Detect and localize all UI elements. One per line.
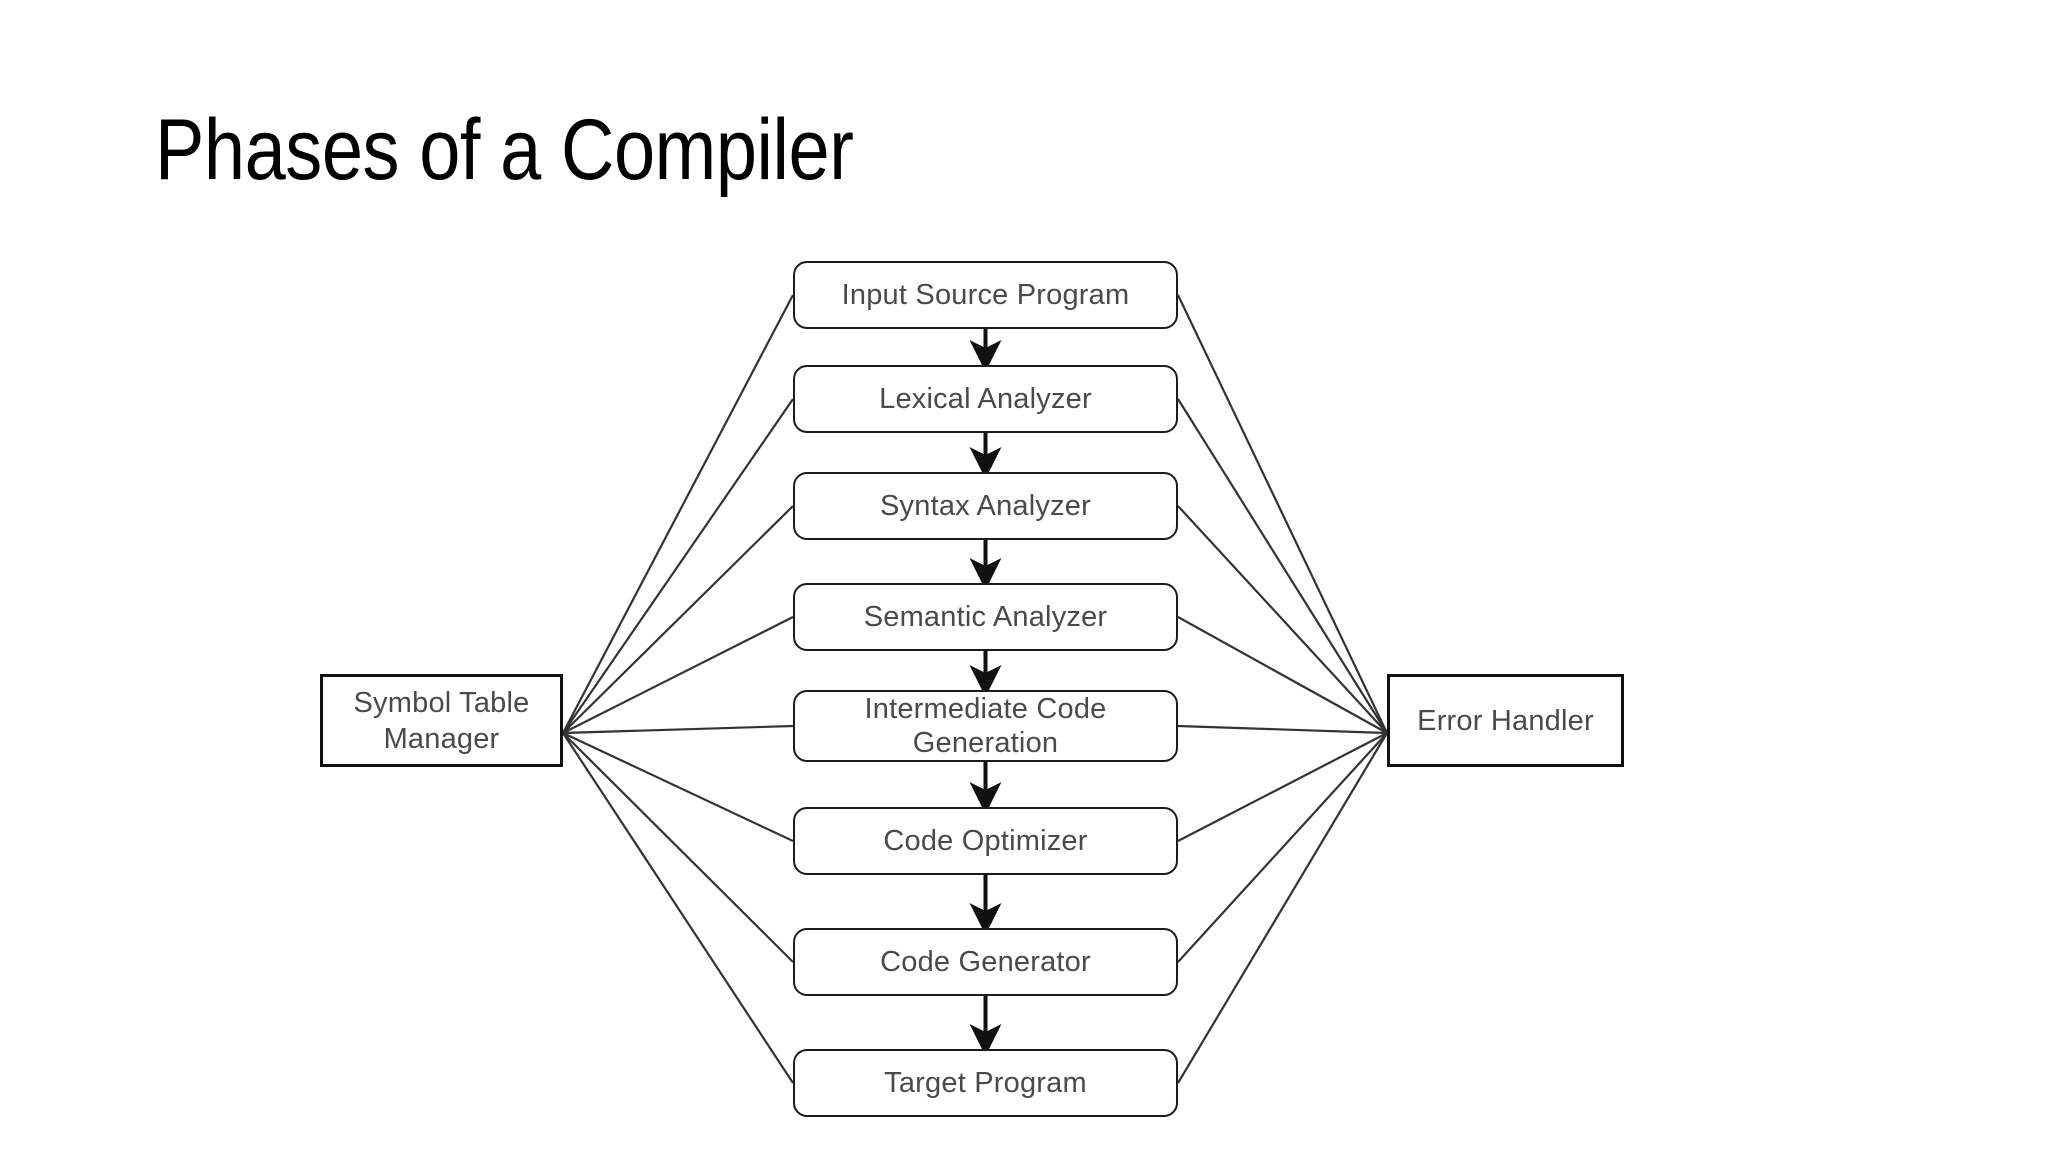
error-handler-link-code-generator: [1177, 732, 1388, 963]
error-handler-link-lexical-analyzer: [1177, 398, 1388, 734]
symbol-table-link-lexical-analyzer: [562, 398, 794, 734]
side-box-symbol-table-manager[interactable]: Symbol Table Manager: [320, 674, 563, 767]
side-box-symbol-table-manager-label: Symbol Table Manager: [353, 686, 530, 755]
phase-box-code-generator[interactable]: Code Generator: [793, 928, 1178, 996]
side-box-error-handler-label: Error Handler: [1417, 704, 1594, 737]
symbol-table-links-group: [562, 294, 794, 1084]
phase-box-code-generator-label: Code Generator: [880, 946, 1091, 978]
phase-box-intermediate-code-generation[interactable]: Intermediate Code Generation: [793, 690, 1178, 762]
phase-box-input-source-program-label: Input Source Program: [841, 279, 1130, 311]
phase-box-lexical-analyzer-label: Lexical Analyzer: [879, 383, 1092, 415]
symbol-table-link-code-generator: [562, 732, 794, 963]
error-handler-link-intermediate-code-generation: [1177, 724, 1388, 735]
error-handler-link-semantic-analyzer: [1177, 616, 1388, 734]
phase-box-intermediate-code-generation-label: Intermediate Code Generation: [864, 693, 1107, 759]
phase-box-syntax-analyzer-label: Syntax Analyzer: [880, 490, 1091, 522]
page-title: Phases of a Compiler: [155, 102, 854, 198]
phase-box-code-optimizer-label: Code Optimizer: [883, 825, 1088, 857]
phase-box-code-optimizer[interactable]: Code Optimizer: [793, 807, 1178, 875]
phase-box-target-program-label: Target Program: [884, 1067, 1087, 1099]
symbol-table-link-input-source-program: [562, 294, 794, 734]
phase-box-lexical-analyzer[interactable]: Lexical Analyzer: [793, 365, 1178, 433]
phase-box-semantic-analyzer[interactable]: Semantic Analyzer: [793, 583, 1178, 651]
phase-box-target-program[interactable]: Target Program: [793, 1049, 1178, 1117]
error-handler-link-target-program: [1177, 732, 1388, 1084]
error-handler-link-syntax-analyzer: [1177, 505, 1388, 734]
error-handler-links-group: [1177, 294, 1388, 1084]
symbol-table-link-intermediate-code-generation: [562, 724, 794, 735]
phase-box-input-source-program[interactable]: Input Source Program: [793, 261, 1178, 329]
symbol-table-link-code-optimizer: [562, 732, 794, 842]
symbol-table-link-target-program: [562, 732, 794, 1084]
phase-box-semantic-analyzer-label: Semantic Analyzer: [863, 601, 1108, 633]
symbol-table-link-syntax-analyzer: [562, 505, 794, 734]
error-handler-link-code-optimizer: [1177, 732, 1388, 842]
side-box-error-handler[interactable]: Error Handler: [1387, 674, 1624, 767]
error-handler-link-input-source-program: [1177, 294, 1388, 734]
symbol-table-link-semantic-analyzer: [562, 616, 794, 734]
phase-box-syntax-analyzer[interactable]: Syntax Analyzer: [793, 472, 1178, 540]
